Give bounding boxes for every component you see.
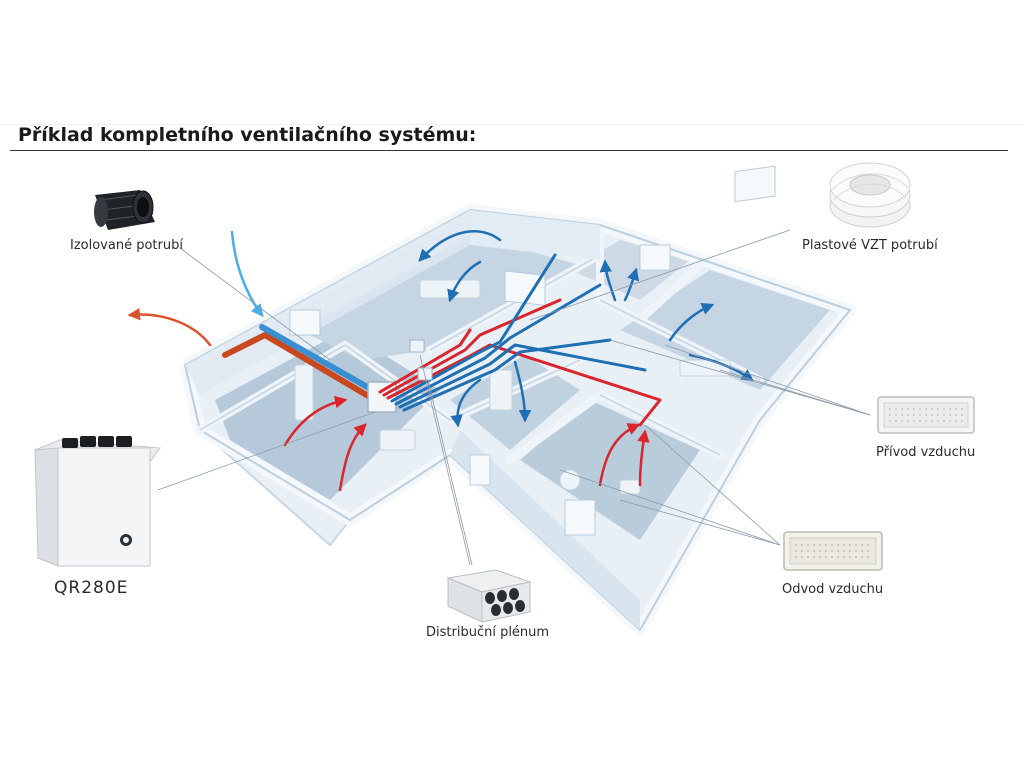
exhaust-arrow-center bbox=[450, 378, 482, 428]
floor-right-room bbox=[620, 270, 830, 390]
insulated-pipe-image bbox=[94, 190, 155, 230]
wall-face-left bbox=[185, 210, 470, 395]
leader-lines bbox=[157, 229, 871, 566]
wall-face-front bbox=[450, 430, 640, 630]
outgoing-insulated-duct bbox=[222, 332, 378, 403]
exhaust-arrow-center-2 bbox=[513, 360, 532, 423]
unit-port-collars bbox=[62, 436, 132, 448]
exhaust-ducts bbox=[390, 253, 647, 412]
plastic-pipe-coil-image bbox=[829, 162, 911, 228]
supply-arrow-bathroom-2 bbox=[637, 429, 650, 487]
title-underline bbox=[10, 150, 1008, 151]
supply-air-label: Přívod vzduchu bbox=[876, 445, 976, 460]
fresh-air-intake-arrow bbox=[230, 230, 264, 317]
supply-arrow-bathroom bbox=[598, 423, 641, 487]
exhaust-arrow-living bbox=[418, 230, 502, 262]
supply-arrow-left-room bbox=[283, 395, 348, 447]
page-title: Příklad kompletního ventilačního systému… bbox=[18, 124, 477, 146]
supply-arrow-left-room-2 bbox=[338, 423, 367, 492]
exhaust-out-arrow bbox=[127, 307, 212, 347]
insulated-pipe-label: Izolované potrubí bbox=[70, 238, 183, 253]
unit-model-label: QR280E bbox=[54, 578, 129, 598]
exhaust-arrow-living-2 bbox=[447, 260, 482, 303]
exhaust-air-label: Odvod vzduchu bbox=[782, 582, 884, 597]
exhaust-arrow-right-room bbox=[668, 303, 715, 342]
top-divider bbox=[0, 124, 1024, 125]
wall-face-back bbox=[470, 210, 600, 260]
plenum-label: Distribuční plénum bbox=[426, 625, 550, 640]
house-floorplan bbox=[179, 165, 856, 636]
floor-bathroom bbox=[520, 400, 700, 540]
exhaust-air-grille-image bbox=[783, 531, 883, 571]
qr280e-unit-image bbox=[34, 436, 161, 567]
windows bbox=[289, 165, 776, 536]
supply-air-grille-image bbox=[877, 396, 975, 434]
distribution-plenum-image bbox=[446, 569, 532, 623]
airflow-arrows bbox=[127, 230, 755, 492]
plastic-pipe-label: Plastové VZT potrubí bbox=[802, 238, 938, 253]
exhaust-arrow-small-room bbox=[599, 259, 617, 302]
fresh-insulated-duct bbox=[259, 324, 379, 395]
